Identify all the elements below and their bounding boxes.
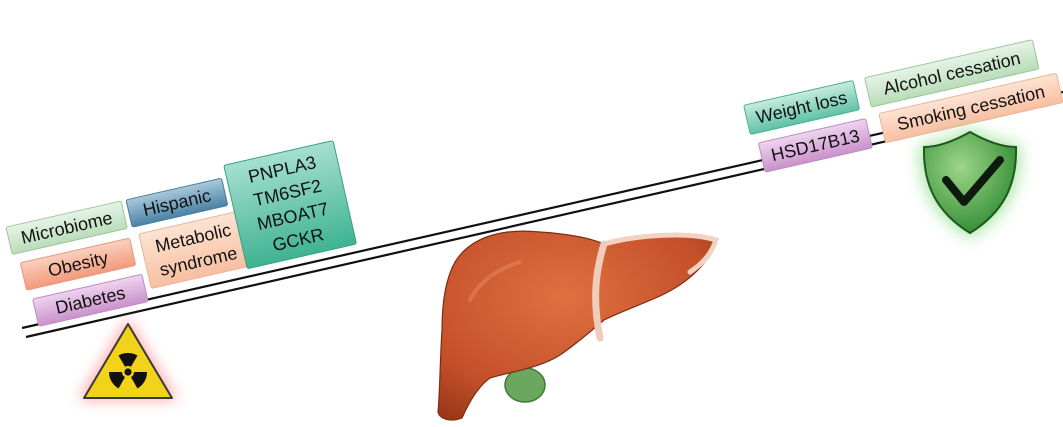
metabolic-syndrome-box: Metabolic syndrome bbox=[139, 211, 253, 289]
shield-check-icon bbox=[920, 128, 1020, 238]
liver-icon bbox=[438, 231, 716, 420]
risk-factor-group: Microbiome Obesity Diabetes Hispanic Met… bbox=[3, 141, 358, 329]
genes-box: PNPLA3 TM6SF2 MBOAT7 GCKR bbox=[224, 141, 357, 269]
radiation-hazard-icon bbox=[78, 318, 178, 400]
